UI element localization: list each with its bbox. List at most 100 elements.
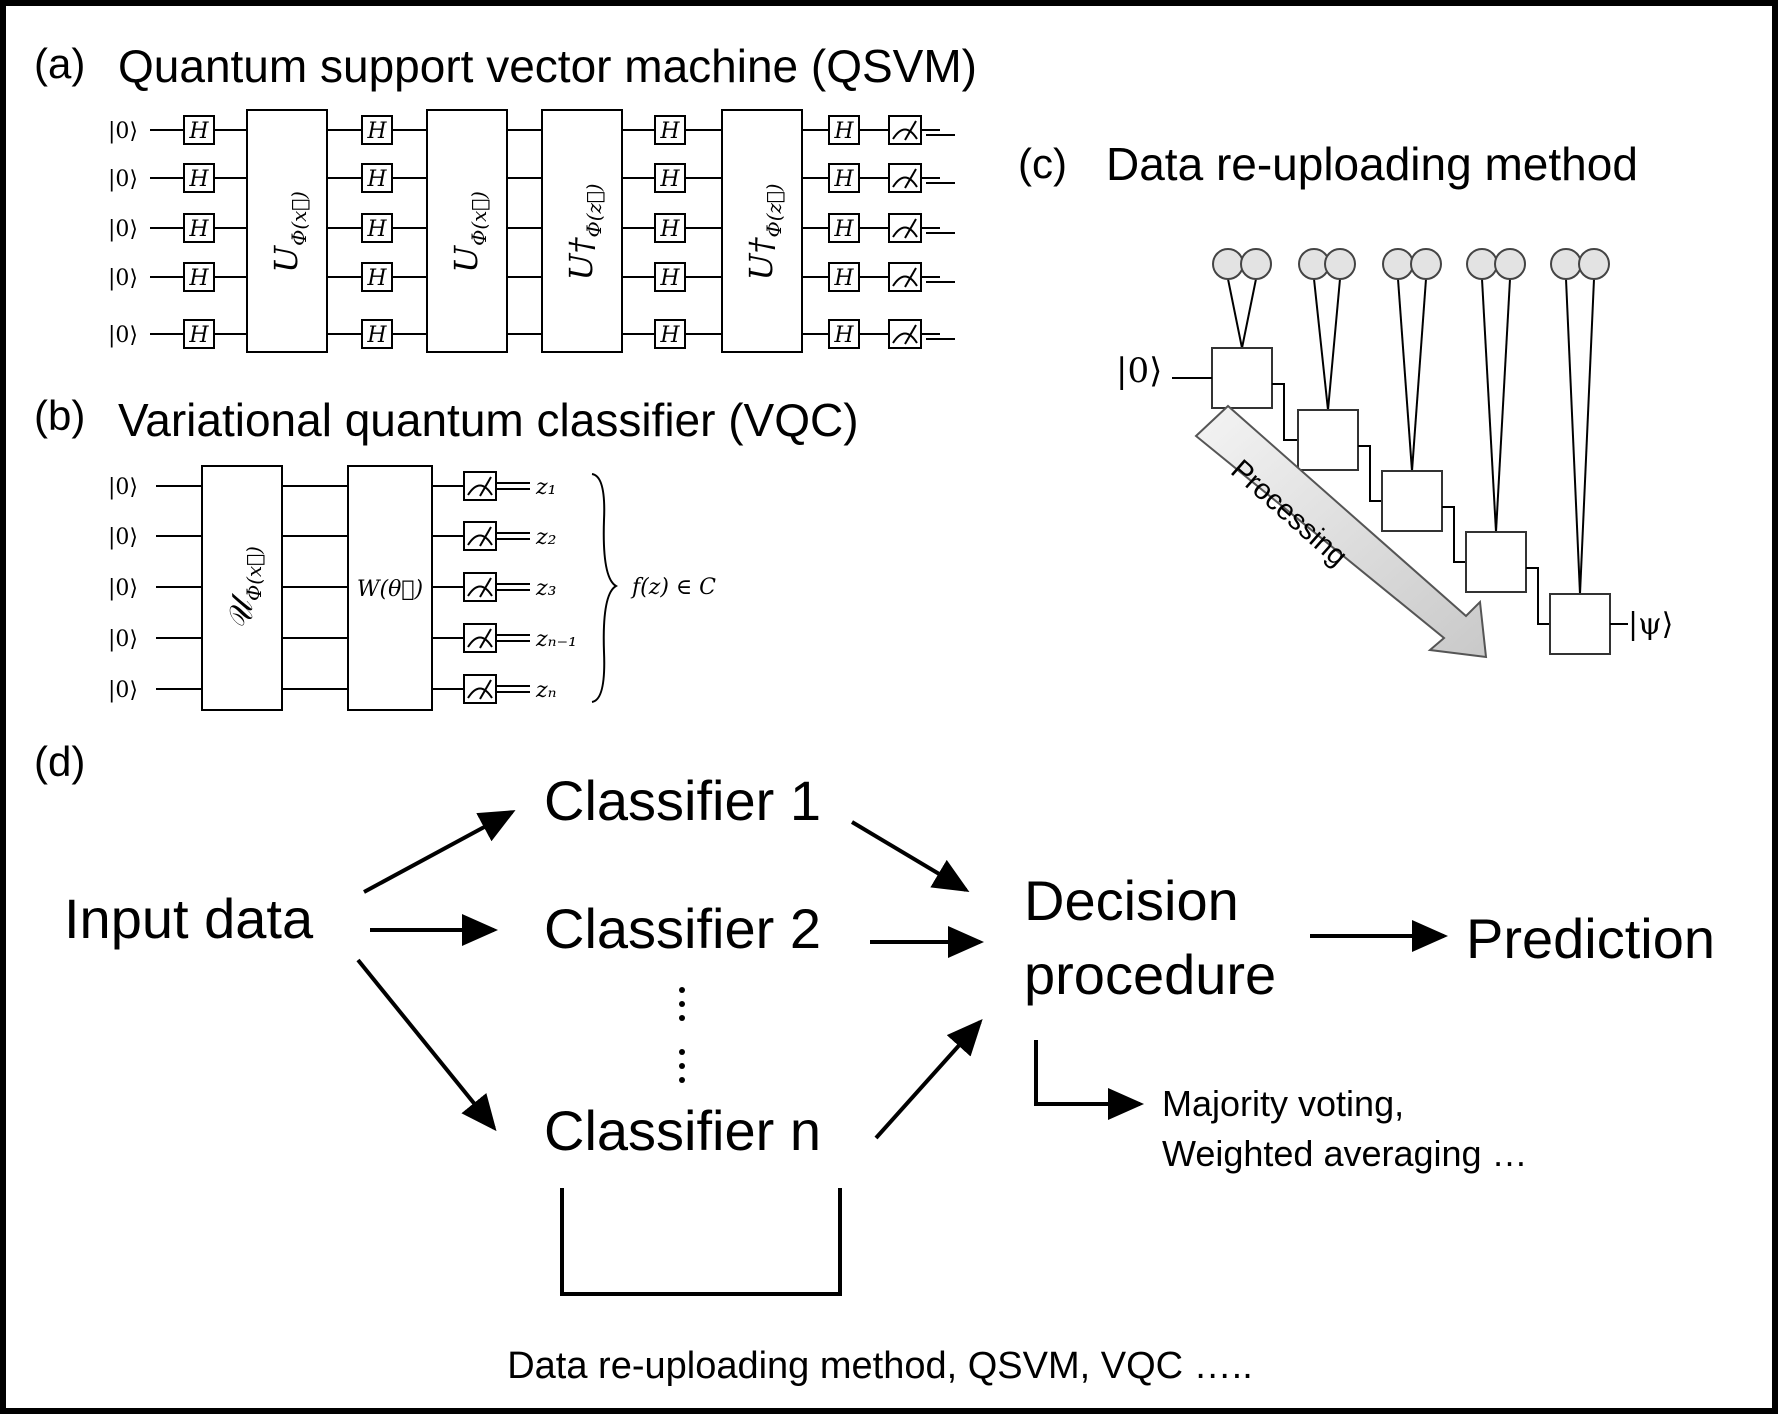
qsvm-circuit: |0⟩|0⟩|0⟩|0⟩|0⟩HHHHHHHHHHHHHHHHHHHHUΦ(x⃗…: [108, 109, 955, 353]
classifier-1-label: Classifier 1: [544, 769, 821, 832]
hadamard-gate: H: [654, 115, 686, 145]
qsvm-unitary-label: UΦ(x⃗): [267, 191, 311, 273]
arrow-input-to-classifier-n: [356, 958, 497, 1132]
vertical-ellipsis-icon: [679, 987, 685, 1083]
reupload-layer-box: [1297, 409, 1359, 471]
reupload-layer-box: [1211, 347, 1273, 409]
panel-b: (b) Variational quantum classifier (VQC)…: [34, 392, 859, 711]
hadamard-gate: H: [361, 262, 393, 292]
reupload-layer-box: [1465, 531, 1527, 593]
vqc-ket-label: |0⟩: [108, 576, 138, 601]
qsvm-unitary-gate: U†Φ(z⃗): [721, 109, 803, 353]
data-node-icon: [1578, 248, 1610, 280]
hadamard-label: H: [366, 266, 387, 291]
reupload-data-line: [1397, 278, 1413, 472]
hadamard-label: H: [659, 119, 680, 144]
measurement-icon: [888, 319, 922, 349]
hadamard-label: H: [659, 167, 680, 192]
hadamard-label: H: [366, 119, 387, 144]
hadamard-label: H: [366, 167, 387, 192]
measurement-icon: [888, 163, 922, 193]
panel-b-letter: (b): [34, 392, 85, 439]
curly-brace-icon: [591, 473, 619, 703]
prediction-label: Prediction: [1466, 907, 1715, 970]
hadamard-label: H: [833, 266, 854, 291]
panel-d-letter: (d): [34, 738, 85, 785]
methods-line2: Weighted averaging …: [1162, 1133, 1528, 1174]
classifier-n-label: Classifier n: [544, 1099, 821, 1162]
vqc-output-label: z₁: [535, 475, 556, 500]
vqc-feature-map-gate: 𝒰Φ(x⃗): [201, 465, 283, 711]
panel-d: (d) Input data Classifier 1 Classifier 2…: [34, 738, 1715, 1387]
vqc-output-label: z₂: [535, 525, 556, 550]
qsvm-ket-label: |0⟩: [108, 119, 138, 144]
vqc-output-label: zₙ: [535, 678, 557, 703]
hadamard-label: H: [833, 217, 854, 242]
hadamard-label: H: [659, 323, 680, 348]
hadamard-label: H: [833, 167, 854, 192]
qsvm-ket-label: |0⟩: [108, 167, 138, 192]
hadamard-label: H: [659, 266, 680, 291]
hadamard-label: H: [833, 119, 854, 144]
reupload-input-ket: |0⟩: [1116, 351, 1162, 391]
data-node-icon: [1382, 248, 1414, 280]
reupload-data-line: [1313, 278, 1329, 411]
vqc-ket-label: |0⟩: [108, 475, 138, 500]
qsvm-unitary-gate: UΦ(x⃗): [246, 109, 328, 353]
measurement-icon: [463, 471, 497, 501]
vqc-function-label: f(z) ∈ C: [630, 575, 716, 600]
measurement-icon: [463, 572, 497, 602]
data-node-icon: [1240, 248, 1272, 280]
hadamard-gate: H: [361, 213, 393, 243]
qsvm-unitary-label: UΦ(x⃗): [447, 191, 491, 273]
vqc-ket-label: |0⟩: [108, 627, 138, 652]
reupload-data-line: [1579, 278, 1595, 595]
reupload-data-line: [1481, 278, 1497, 533]
panel-c-title: Data re-uploading method: [1106, 138, 1638, 190]
hadamard-label: H: [659, 217, 680, 242]
hadamard-label: H: [188, 323, 209, 348]
hadamard-gate: H: [361, 163, 393, 193]
hadamard-gate: H: [183, 213, 215, 243]
hadamard-gate: H: [654, 213, 686, 243]
reupload-data-line: [1565, 278, 1581, 595]
hadamard-label: H: [366, 323, 387, 348]
reupload-wire: [1358, 445, 1382, 502]
reupload-wire: [1442, 506, 1466, 563]
classifier-bracket: [560, 1188, 842, 1296]
hadamard-gate: H: [654, 319, 686, 349]
decision-label-line2: procedure: [1024, 943, 1276, 1006]
arrow-input-to-classifier-1: [363, 810, 516, 894]
data-node-icon: [1410, 248, 1442, 280]
reupload-data-line: [1411, 278, 1427, 472]
reupload-diagram: [1172, 248, 1628, 655]
qsvm-ket-label: |0⟩: [108, 323, 138, 348]
hadamard-gate: H: [183, 319, 215, 349]
hadamard-gate: H: [654, 163, 686, 193]
reupload-data-line: [1495, 278, 1511, 533]
measurement-icon: [888, 262, 922, 292]
measurement-icon: [888, 213, 922, 243]
footer-methods-label: Data re-uploading method, QSVM, VQC …..: [507, 1345, 1253, 1387]
hadamard-gate: H: [183, 163, 215, 193]
reupload-data-line: [1327, 278, 1341, 411]
qsvm-ket-label: |0⟩: [108, 266, 138, 291]
measurement-icon: [463, 674, 497, 704]
panel-a-letter: (a): [34, 40, 85, 87]
panel-a: (a) Quantum support vector machine (QSVM…: [34, 40, 977, 353]
vqc-output-label: z₃: [535, 576, 556, 601]
data-node-icon: [1324, 248, 1356, 280]
hadamard-gate: H: [828, 319, 860, 349]
hadamard-gate: H: [828, 213, 860, 243]
reupload-wire: [1526, 567, 1550, 625]
qsvm-ket-label: |0⟩: [108, 217, 138, 242]
qsvm-unitary-gate: U†Φ(z⃗): [541, 109, 623, 353]
reupload-data-line: [1241, 278, 1257, 349]
arrow-classifier-n-to-decision: [874, 1019, 983, 1140]
decision-label-line1: Decision: [1024, 869, 1239, 932]
panel-b-title: Variational quantum classifier (VQC): [118, 394, 859, 446]
reupload-layer-box: [1549, 593, 1611, 655]
hadamard-gate: H: [361, 115, 393, 145]
hadamard-gate: H: [183, 262, 215, 292]
